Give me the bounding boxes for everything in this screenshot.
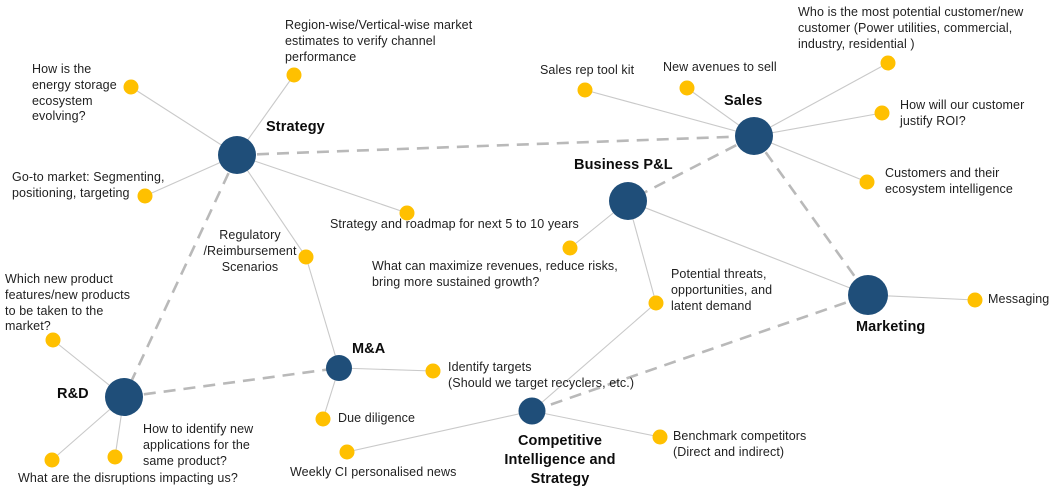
leaf-node-roi[interactable] xyxy=(874,105,890,121)
edge-leaf-custeco-sales xyxy=(753,135,868,183)
edge-leaf-regulatory-strategy xyxy=(236,154,307,258)
leaf-label-which: Which new product features/new products … xyxy=(5,272,131,334)
leaf-node-salesrep[interactable] xyxy=(577,82,593,98)
leaf-label-threats: Potential threats, opportunities, and la… xyxy=(671,267,773,313)
hub-node-ma[interactable] xyxy=(326,355,352,381)
leaf-node-who[interactable] xyxy=(880,55,896,71)
hub-node-marketing[interactable] xyxy=(848,275,888,315)
edge-dashed-sales-marketing xyxy=(752,135,870,296)
leaf-node-energy[interactable] xyxy=(123,79,139,95)
leaf-label-disrupt: What are the disruptions impacting us? xyxy=(18,471,238,485)
leaf-label-regulatory: Regulatory /Reimbursement Scenarios xyxy=(203,228,297,274)
leaf-label-maximize: What can maximize revenues, reduce risks… xyxy=(372,259,618,289)
leaf-label-energy: How is the energy storage ecosystem evol… xyxy=(32,62,117,124)
leaf-label-benchmark: Benchmark competitors (Direct and indire… xyxy=(673,429,807,459)
leaf-label-who: Who is the most potential customer/new c… xyxy=(798,5,1024,51)
edge-leaf-identify-ma xyxy=(338,367,434,372)
leaf-label-salesrep: Sales rep tool kit xyxy=(540,63,635,77)
leaf-label-identify: Identify targets (Should we target recyc… xyxy=(448,360,635,390)
edge-dashed-rd-ma xyxy=(123,366,340,399)
leaf-node-regulatory[interactable] xyxy=(298,249,314,265)
hub-node-sales[interactable] xyxy=(735,117,773,155)
edge-leaf-energy-strategy xyxy=(130,86,238,156)
leaf-node-disrupt[interactable] xyxy=(44,452,60,468)
edge-solid-businesspl-marketing xyxy=(627,200,869,296)
edge-leaf-benchmark-ci xyxy=(531,410,661,438)
leaf-node-identify[interactable] xyxy=(425,363,441,379)
leaf-label-roadmap: Strategy and roadmap for next 5 to 10 ye… xyxy=(330,217,579,231)
hub-node-ci[interactable] xyxy=(518,397,546,425)
edge-leaf-who-sales xyxy=(753,62,889,137)
edge-dashed-sales-businesspl xyxy=(627,134,755,203)
leaf-node-weekly[interactable] xyxy=(339,444,355,460)
leaf-node-apps[interactable] xyxy=(107,449,123,465)
leaf-label-goto: Go-to market: Segmenting, positioning, t… xyxy=(12,170,165,200)
leaf-node-maximize[interactable] xyxy=(562,240,578,256)
leaf-node-benchmark[interactable] xyxy=(652,429,668,445)
leaf-node-threats[interactable] xyxy=(648,295,664,311)
hub-label-ma: M&A xyxy=(352,341,386,357)
edge-dashed-strategy-sales xyxy=(236,134,755,157)
hub-label-businesspl: Business P&L xyxy=(574,157,673,173)
hub-node-strategy[interactable] xyxy=(218,136,256,174)
hub-label-rd: R&D xyxy=(57,386,89,402)
leaf-label-custeco: Customers and their ecosystem intelligen… xyxy=(885,166,1013,196)
edge-leaf-roi-sales xyxy=(753,112,883,137)
leaf-node-goto[interactable] xyxy=(137,188,153,204)
edge-leaf-salesrep-sales xyxy=(584,89,755,137)
leaf-node-region[interactable] xyxy=(286,67,302,83)
leaf-node-avenues[interactable] xyxy=(679,80,695,96)
edge-dashed-strategy-rd xyxy=(122,154,239,398)
edge-leaf-roadmap-strategy xyxy=(236,154,408,214)
leaf-label-weekly: Weekly CI personalised news xyxy=(290,465,457,479)
hub-node-rd[interactable] xyxy=(105,378,143,416)
leaf-node-messaging[interactable] xyxy=(967,292,983,308)
edge-leaf-regulatory-ma xyxy=(305,256,340,369)
leaf-node-which[interactable] xyxy=(45,332,61,348)
leaf-node-custeco[interactable] xyxy=(859,174,875,190)
leaf-node-due[interactable] xyxy=(315,411,331,427)
leaf-label-avenues: New avenues to sell xyxy=(663,60,777,74)
hub-node-businesspl[interactable] xyxy=(609,182,647,220)
leaf-label-messaging: Messaging xyxy=(988,292,1050,306)
leaf-label-region: Region-wise/Vertical-wise market estimat… xyxy=(285,18,473,64)
hub-label-marketing: Marketing xyxy=(856,319,926,335)
edge-leaf-weekly-ci xyxy=(346,410,533,453)
edge-leaf-threats-ci xyxy=(531,302,657,412)
leaf-node-roadmap[interactable] xyxy=(399,205,415,221)
leaf-label-due: Due diligence xyxy=(338,411,416,425)
leaf-label-apps: How to identify new applications for the… xyxy=(143,422,254,468)
leaf-label-roi: How will our customer justify ROI? xyxy=(900,98,1025,128)
hub-label-ci: Competitive Intelligence and Strategy xyxy=(504,433,616,487)
hub-label-sales: Sales xyxy=(724,93,763,109)
hub-label-strategy: Strategy xyxy=(266,119,325,135)
